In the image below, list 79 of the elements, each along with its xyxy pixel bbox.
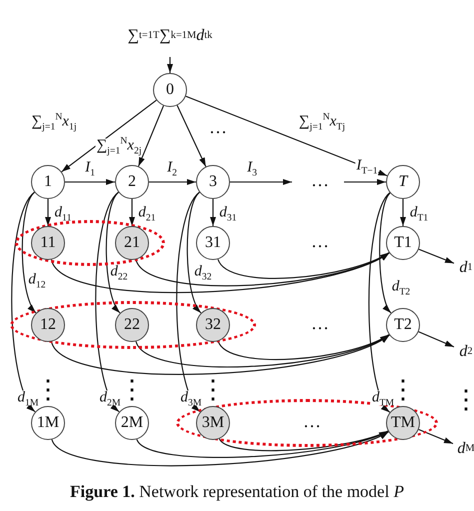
- arrow: [106, 192, 120, 314]
- arrow: [418, 428, 454, 444]
- edge-label: d$_{31}$: [218, 206, 238, 220]
- network-node: 2M: [115, 406, 149, 440]
- arrow: [135, 252, 390, 286]
- edge-label: I$_{T−1}$: [355, 158, 379, 174]
- arrow: [65, 179, 115, 185]
- arrow: [136, 430, 388, 458]
- edge-label: d$_{TM}$: [370, 390, 396, 406]
- highlight-outline: [15, 220, 165, 266]
- arrow: [149, 179, 196, 185]
- edge-label: ∑$_{j=1}$$^{N}$x$_{2j}$: [95, 138, 143, 154]
- arrow: [52, 431, 389, 466]
- arrow: [11, 192, 36, 412]
- arrow: [418, 331, 454, 348]
- vertical-ellipsis: ⋮: [119, 377, 145, 403]
- edge-label: d$_{2M}$: [98, 390, 122, 406]
- arrow: [379, 192, 392, 314]
- arrow: [138, 106, 164, 166]
- ellipsis: …: [303, 412, 321, 430]
- arrow: [95, 192, 120, 412]
- arrow: [418, 248, 454, 264]
- figure-caption: Figure 1. Network representation of the model P: [70, 482, 404, 501]
- network-node: T: [386, 165, 420, 199]
- arrow: [61, 100, 157, 172]
- arrow: [368, 192, 390, 413]
- network-node: T2: [386, 308, 420, 342]
- arrow: [45, 199, 51, 226]
- arrow: [218, 252, 390, 279]
- edge-label: d$_{12}$: [27, 272, 47, 288]
- edge-label: d$_{22}$: [109, 264, 129, 280]
- edge-label: d$_{1M}$: [16, 390, 40, 406]
- arrow: [50, 252, 390, 293]
- vertical-ellipsis: ⋮: [200, 377, 226, 403]
- network-node: 1: [31, 165, 65, 199]
- arrow: [344, 179, 386, 185]
- arrow: [210, 199, 216, 226]
- network-node: 11: [31, 226, 65, 260]
- arrow: [22, 192, 36, 314]
- ellipsis: …: [311, 171, 329, 189]
- network-node: 1M: [31, 406, 65, 440]
- arrow: [176, 105, 206, 167]
- network-node: 3: [196, 165, 230, 199]
- ellipsis: …: [311, 232, 329, 250]
- ellipsis: …: [311, 314, 329, 332]
- network-node: TM: [386, 406, 420, 440]
- arrow: [230, 179, 292, 185]
- network-node: 2: [115, 165, 149, 199]
- arrow: [400, 199, 406, 226]
- ellipsis: …: [209, 118, 227, 136]
- edge-label: d$_{3M}$: [179, 390, 203, 406]
- edge-label: I$_{3}$: [246, 160, 258, 176]
- edge-label: d$_{32}$: [193, 264, 213, 280]
- edge-label: I$_{2}$: [166, 160, 178, 176]
- network-node: 3M: [196, 406, 230, 440]
- arrow: [51, 334, 390, 375]
- arrow: [186, 192, 202, 314]
- edge-label: d$_{11}$: [54, 206, 72, 220]
- edge-label: ∑$_{j=1}$$^{N}$x$_{1j}$: [30, 114, 78, 130]
- arrow: [186, 96, 388, 176]
- arrow: [218, 430, 388, 452]
- network-node: 21: [115, 226, 149, 260]
- network-node: 32: [196, 308, 230, 342]
- edge-label: ∑$_{j=1}$$^{N}$x$_{Tj}$: [298, 114, 346, 130]
- arrow: [129, 199, 135, 226]
- network-node: 22: [115, 308, 149, 342]
- arrow: [218, 334, 390, 360]
- network-node: 0: [153, 73, 187, 107]
- edge-label: I$_{1}$: [84, 160, 96, 176]
- edge-label: d$_{T2}$: [390, 280, 412, 294]
- edge-label: d$_{T1}$: [408, 206, 430, 220]
- network-node: 31: [196, 226, 230, 260]
- vertical-ellipsis: ⋮: [453, 387, 474, 413]
- network-node: T1: [386, 226, 420, 260]
- arrow: [176, 192, 201, 412]
- arrow: [167, 57, 173, 73]
- network-node: 12: [31, 308, 65, 342]
- edge-label: d$_{21}$: [137, 206, 157, 220]
- highlight-outline: [10, 301, 256, 349]
